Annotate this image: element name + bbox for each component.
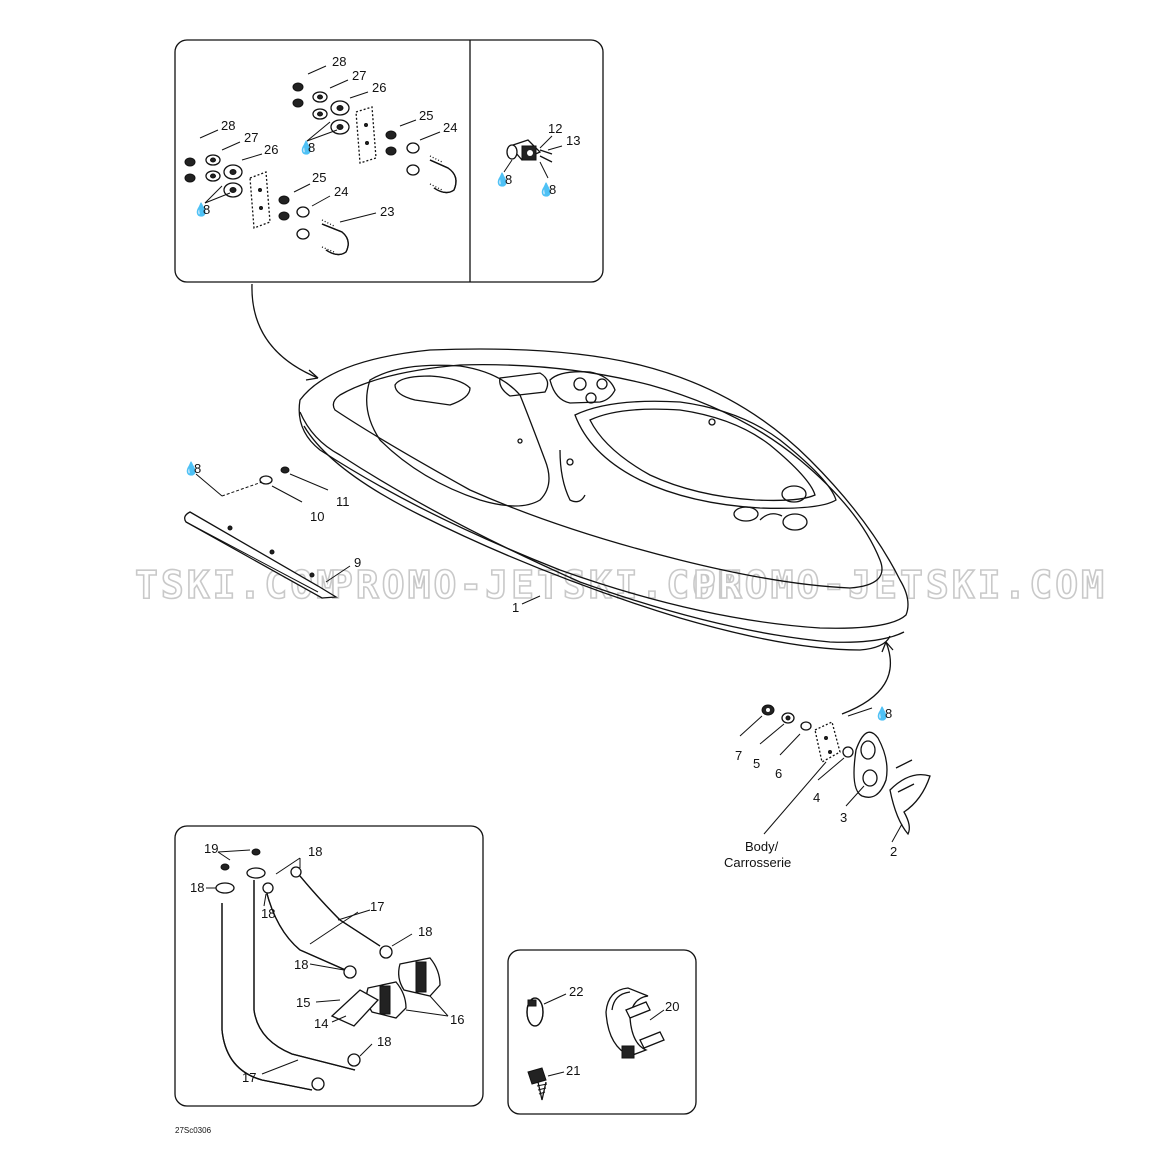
callout-19: 19 (204, 841, 218, 856)
callout-6: 6 (775, 766, 782, 781)
callout-25a: 25 (419, 108, 433, 123)
callout-15: 15 (296, 995, 310, 1010)
u-bolt-assembly-upper (292, 82, 457, 194)
leader-lines-top (199, 65, 441, 223)
callout-18a: 18 (308, 844, 322, 859)
watermark-text-right: PROMO-JETSKI.COM (693, 563, 1107, 607)
drop-icon: 💧 (298, 140, 314, 156)
callout-18b: 18 (190, 880, 204, 895)
callout-11: 11 (336, 494, 350, 509)
fitting-assembly (503, 135, 563, 179)
detail-box-clamps (507, 949, 697, 1115)
callout-21: 21 (566, 1063, 580, 1078)
callout-10: 10 (310, 509, 324, 524)
callout-18f: 18 (377, 1034, 391, 1049)
detail-box-mounting-hardware: 28 27 26 25 24 💧 8 28 27 26 25 24 23 💧 8… (174, 39, 604, 283)
callout-7: 7 (735, 748, 742, 763)
callout-14: 14 (314, 1016, 328, 1031)
callout-16: 16 (450, 1012, 464, 1027)
callout-9: 9 (354, 555, 361, 570)
callout-12: 12 (548, 121, 562, 136)
callout-8a: 8 (308, 140, 315, 155)
drop-icon: 💧 (538, 182, 554, 198)
body-label-line2: Carrosserie (724, 855, 791, 870)
callout-25b: 25 (312, 170, 326, 185)
drop-icon: 💧 (183, 461, 199, 477)
callout-1: 1 (512, 600, 519, 615)
rub-rail (184, 466, 541, 605)
callout-2: 2 (890, 844, 897, 859)
callout-17b: 17 (242, 1070, 256, 1085)
drawing-code: 27Sc0306 (175, 1126, 212, 1135)
callout-5: 5 (753, 756, 760, 771)
callout-26b: 26 (264, 142, 278, 157)
callout-18e: 18 (294, 957, 308, 972)
callout-23: 23 (380, 204, 394, 219)
callout-3: 3 (840, 810, 847, 825)
drop-icon: 💧 (874, 706, 890, 722)
callout-27b: 27 (244, 130, 258, 145)
callout-24a: 24 (443, 120, 457, 135)
callout-22: 22 (569, 984, 583, 999)
callout-8b: 8 (203, 202, 210, 217)
callout-20: 20 (665, 999, 679, 1014)
callout-18c: 18 (261, 906, 275, 921)
callout-8e: 8 (194, 461, 201, 476)
callout-18d: 18 (418, 924, 432, 939)
callout-28b: 28 (221, 118, 235, 133)
watermark-text-center: PROMO-JETSKI.COM (330, 563, 744, 607)
callout-8c: 8 (505, 172, 512, 187)
callout-24b: 24 (334, 184, 348, 199)
callout-13: 13 (566, 133, 580, 148)
callout-26a: 26 (372, 80, 386, 95)
rear-grab-handle-assembly (739, 704, 931, 843)
callout-17a: 17 (370, 899, 384, 914)
reference-arrow-bottom (841, 641, 891, 715)
callout-28a: 28 (332, 54, 346, 69)
callout-4: 4 (813, 790, 820, 805)
callout-8d: 8 (549, 182, 556, 197)
hull-body (298, 348, 909, 651)
drop-icon: 💧 (193, 202, 209, 218)
body-label-line1: Body/ (745, 839, 779, 854)
reference-arrow-top (251, 283, 319, 379)
drop-icon: 💧 (494, 172, 510, 188)
detail-box-hoses (174, 825, 484, 1107)
callout-27a: 27 (352, 68, 366, 83)
callout-8f: 8 (885, 706, 892, 721)
